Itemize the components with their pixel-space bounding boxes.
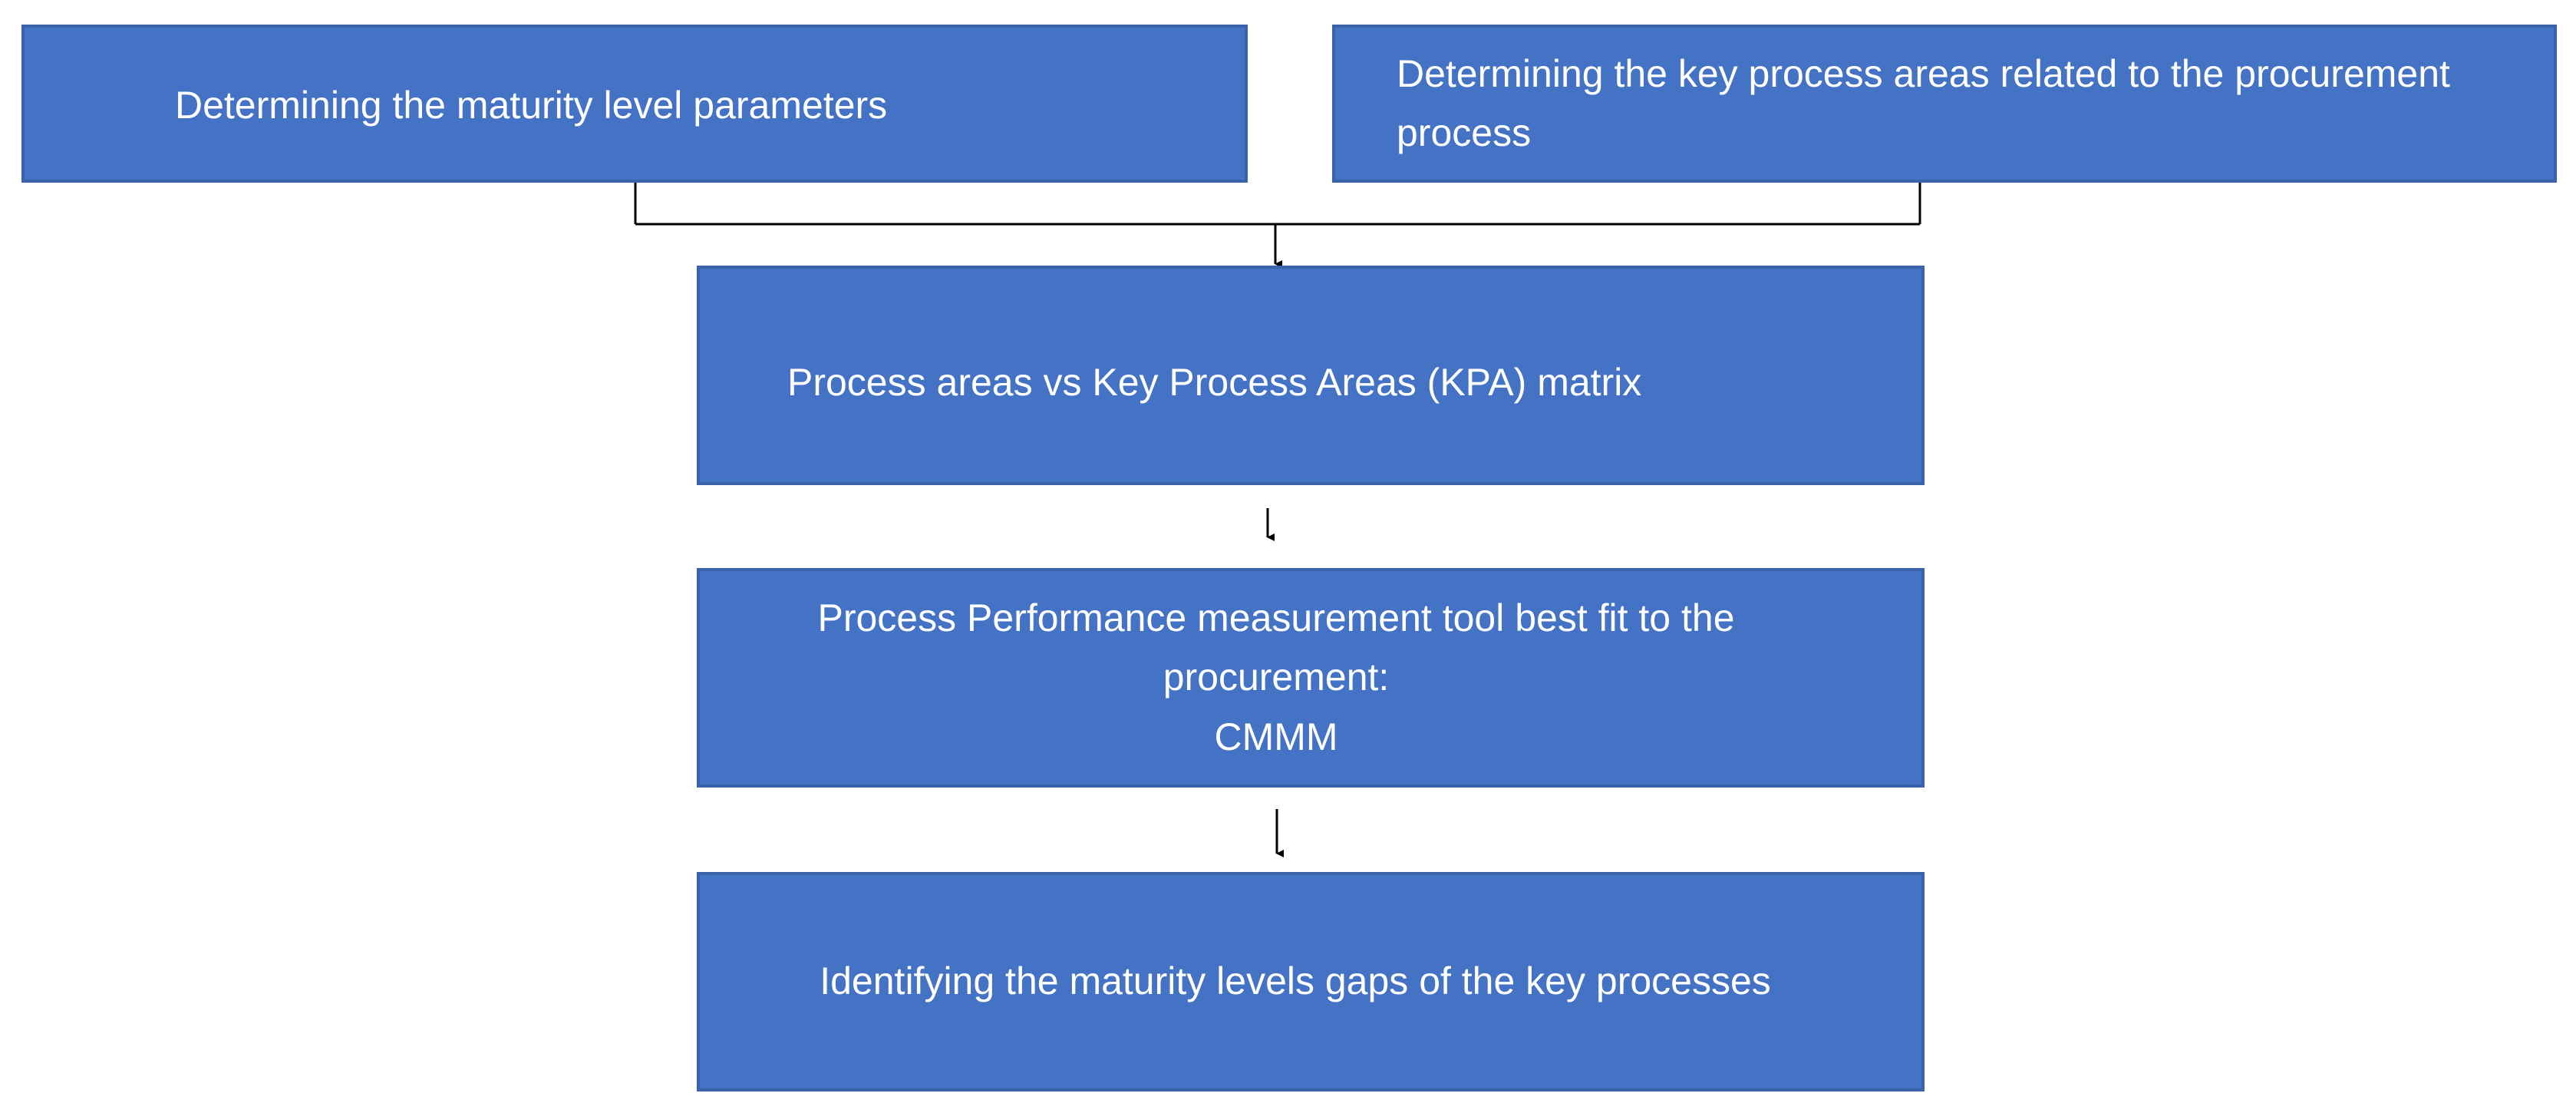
node-maturity-gaps: Identifying the maturity levels gaps of …: [697, 872, 1925, 1092]
merge-connector: [634, 183, 1921, 268]
node-key-process-areas: Determining the key process areas relate…: [1332, 25, 2557, 183]
node-measurement-tool: Process Performance measurement tool bes…: [697, 568, 1925, 788]
node-maturity-level-parameters: Determining the maturity level parameter…: [21, 25, 1248, 183]
node-label-group: Process Performance measurement tool bes…: [700, 589, 1852, 768]
node-label: Process Performance measurement tool bes…: [817, 596, 1735, 699]
node-label: Identifying the maturity levels gaps of …: [820, 959, 1771, 1003]
node-kpa-matrix: Process areas vs Key Process Areas (KPA)…: [697, 266, 1925, 485]
node-label: Determining the maturity level parameter…: [175, 84, 888, 127]
node-label: Determining the key process areas relate…: [1397, 51, 2450, 155]
node-label-cmmm: CMMM: [1214, 715, 1338, 758]
node-label: Process areas vs Key Process Areas (KPA)…: [787, 361, 1642, 405]
